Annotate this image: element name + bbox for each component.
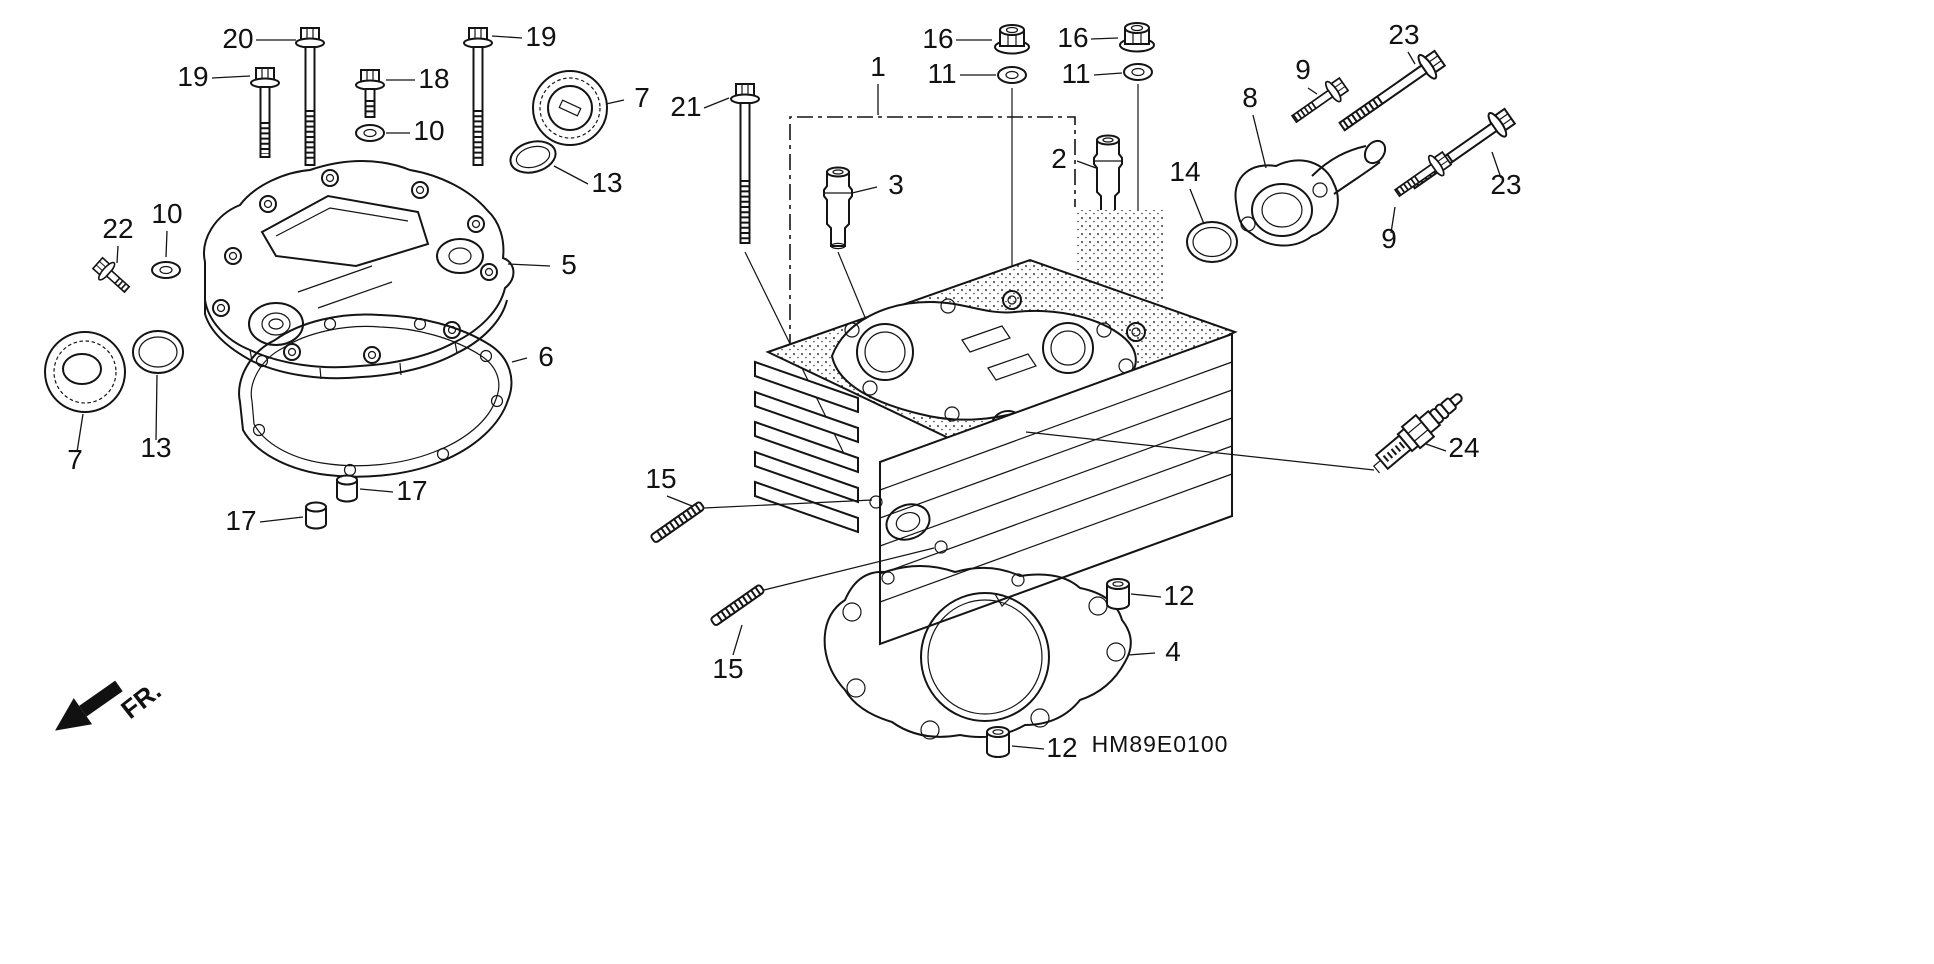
callout-13-b: 13 [140,432,171,463]
callout-24: 24 [1448,432,1479,463]
cylinder-head [754,258,1238,646]
dowel-collar [1106,578,1130,610]
callout-3: 3 [888,169,904,200]
callout-12-a: 12 [1163,580,1194,611]
callout-9-b: 9 [1381,223,1397,254]
tappet-cap [532,70,608,146]
front-arrow-icon [55,680,123,731]
flange-nut [1119,22,1155,53]
flange-bolt [89,254,131,294]
callout-8: 8 [1242,82,1258,113]
callout-20: 20 [222,23,253,54]
callout-12-b: 12 [1046,732,1077,763]
diagram-code: HM89E0100 [1092,731,1229,757]
head-region-outline [789,116,1076,350]
dowel-collar [986,726,1010,758]
front-direction-indicator: FR. [55,675,167,731]
washer [1123,63,1153,81]
o-ring [1186,221,1238,263]
flange-bolt [1290,73,1352,124]
callout-15-b: 15 [712,653,743,684]
cover-gasket [238,313,513,478]
intake-pipe [1234,139,1387,247]
callout-7-b: 7 [67,444,83,475]
callout-16-a: 16 [922,23,953,54]
callout-9-a: 9 [1295,54,1311,85]
callout-23-a: 23 [1388,19,1419,50]
callout-14: 14 [1169,156,1200,187]
callout-1: 1 [870,51,886,82]
valve-guide [823,166,853,250]
o-ring [132,330,184,374]
head-gasket [823,565,1132,740]
callout-6: 6 [538,341,554,372]
flange-bolt [295,27,325,166]
callout-17-a: 17 [396,475,427,506]
callout-19-b: 19 [525,21,556,52]
callout-17-b: 17 [225,505,256,536]
callout-13-a: 13 [591,167,622,198]
stud-bolt [650,501,704,543]
callout-15-a: 15 [645,463,676,494]
callout-16-b: 16 [1057,22,1088,53]
flange-nut [994,24,1030,55]
flange-bolt [463,27,493,166]
callout-2: 2 [1051,143,1067,174]
callout-5: 5 [561,249,577,280]
callout-18: 18 [418,63,449,94]
cylinder-head-assembly [650,22,1519,758]
valve-cover-assembly [44,27,608,530]
callout-21: 21 [670,91,701,122]
callout-23-b: 23 [1490,169,1521,200]
flange-bolt [355,69,385,118]
callout-4: 4 [1165,636,1181,667]
o-ring [509,140,557,174]
valve-guide [1093,134,1123,218]
callout-19-a: 19 [177,61,208,92]
flange-bolt [250,67,280,158]
crankshaft-hole-cap [44,331,126,413]
washer [151,261,181,279]
stud-bolt [710,584,764,626]
long-flange-bolt [1338,45,1449,132]
callout-22: 22 [102,213,133,244]
washer [355,124,385,142]
callout-10-a: 10 [413,115,444,146]
front-label: FR. [115,675,166,724]
cylinder-head-cover [203,160,515,380]
callout-7-a: 7 [634,82,650,113]
rubber-cap [336,474,358,503]
callout-leaders [76,35,1502,750]
callout-11-b: 11 [1061,58,1090,89]
long-flange-bolt [730,83,760,244]
callout-labels: 20 19 19 18 7 10 13 22 10 5 6 7 13 17 17… [67,19,1521,763]
flange-bolt [1393,147,1455,198]
callout-11-a: 11 [927,58,956,89]
rubber-cap [305,501,327,530]
washer [997,66,1027,84]
callout-10-b: 10 [151,198,182,229]
